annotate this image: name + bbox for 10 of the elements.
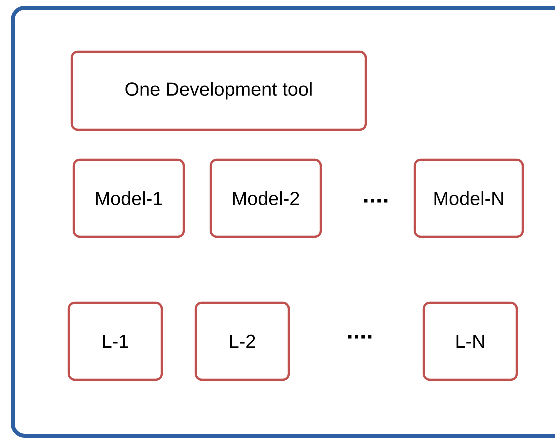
text-box: L-N bbox=[422, 302, 518, 382]
text-box: Model-N bbox=[414, 158, 524, 238]
ellipsis: .... bbox=[364, 199, 388, 203]
frame bbox=[11, 6, 555, 438]
text-box: One Development tool bbox=[70, 50, 368, 132]
text-box: L-1 bbox=[68, 302, 164, 382]
ellipsis: .... bbox=[348, 335, 372, 339]
text-box: Model-2 bbox=[210, 158, 322, 238]
text-box: L-2 bbox=[194, 302, 290, 382]
text-box: Model-1 bbox=[72, 158, 186, 238]
